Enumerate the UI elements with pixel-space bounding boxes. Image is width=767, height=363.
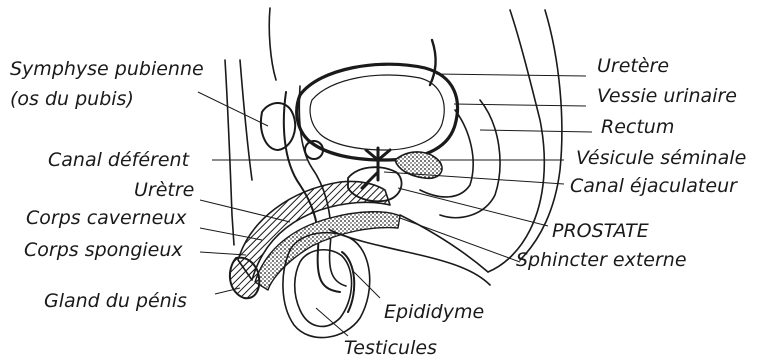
labels: Symphyse pubienne (os du pubis) Canal dé…	[10, 55, 746, 359]
body-outline-left	[225, 60, 234, 245]
label-vesicule: Vésicule séminale	[576, 147, 746, 169]
label-epididyme: Epididyme	[384, 301, 484, 323]
label-sphincter: Sphincter externe	[516, 249, 687, 271]
label-corps-caverneux: Corps caverneux	[26, 207, 187, 229]
leader-epididyme	[352, 270, 380, 298]
label-uretere: Uretère	[597, 55, 669, 77]
leader-uretere	[436, 74, 586, 76]
pubic-bone	[261, 103, 295, 150]
rectum-outline-2	[440, 100, 500, 218]
leader-symphyse	[198, 92, 268, 126]
leader-lines	[198, 74, 592, 336]
label-canal-deferent: Canal déférent	[48, 149, 191, 171]
perineum-line	[400, 215, 488, 272]
label-prostate: PROSTATE	[552, 220, 649, 242]
label-gland: Gland du pénis	[44, 290, 187, 312]
back-outline	[488, 10, 544, 272]
leader-canal-ejaculateur	[384, 172, 564, 184]
label-canal-ejaculateur: Canal éjaculateur	[570, 175, 738, 197]
ureter	[430, 40, 436, 85]
leader-sphincter	[400, 218, 520, 262]
body-outline-top	[269, 8, 276, 80]
bladder-inner	[310, 75, 444, 150]
label-testicules: Testicules	[344, 337, 437, 359]
label-symphyse-line1: Symphyse pubienne	[10, 58, 204, 80]
leader-vessie	[454, 104, 586, 106]
label-corps-spongieux: Corps spongieux	[24, 239, 183, 261]
body-outline-left-inner	[240, 60, 252, 180]
label-uretre: Urètre	[134, 179, 194, 201]
label-rectum: Rectum	[601, 116, 674, 138]
leader-rectum	[480, 130, 592, 132]
testis	[295, 250, 352, 327]
label-vessie: Vessie urinaire	[597, 85, 737, 107]
leader-prostate	[398, 188, 548, 226]
leader-corps-spongieux	[200, 252, 246, 255]
label-symphyse-line2: (os du pubis)	[10, 88, 134, 110]
